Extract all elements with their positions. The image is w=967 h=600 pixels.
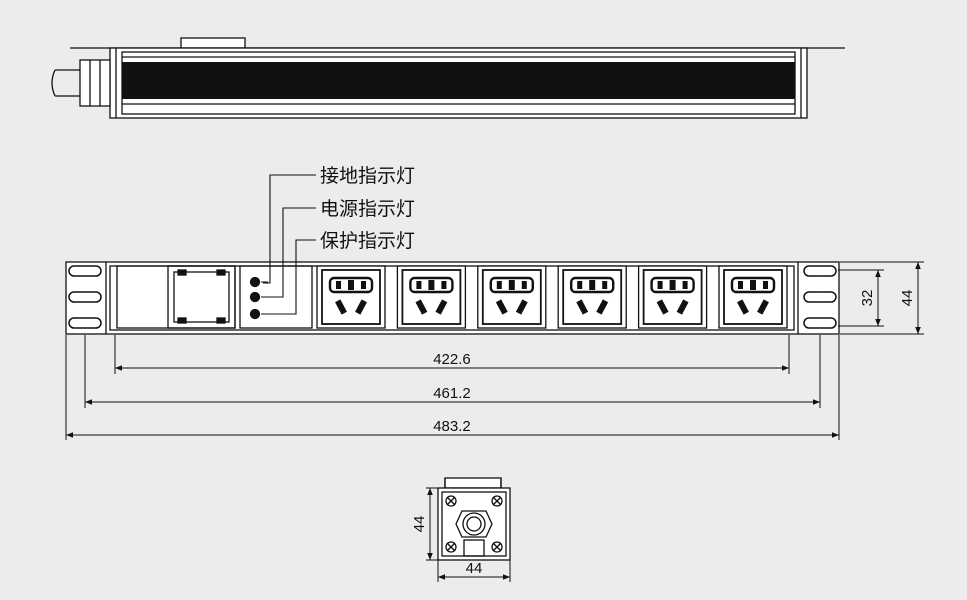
ground-indicator-label: 接地指示灯 [320,165,415,187]
slot-left [577,281,583,289]
slot-ground [669,280,676,290]
socket-3 [477,265,547,329]
socket-5 [637,265,708,329]
slot-ground [750,280,756,290]
dim-end-width: 44 [466,560,483,577]
slot-right [441,281,447,289]
slot-ground [428,280,435,290]
angled-slot-left [495,299,508,315]
socket-1 [316,265,386,329]
slot-right [763,281,768,289]
socket-group [316,265,788,329]
end-view-dimensions [426,487,511,582]
angled-slot-left [656,299,669,315]
three-pin-slot-frame [650,276,695,294]
angled-slot-left [335,299,347,315]
dim-total-width: 483.2 [433,418,471,435]
angled-slot-left [737,299,749,315]
left-mounting-ear [68,265,102,329]
protect-indicator-label: 保护指示灯 [320,230,415,252]
slot-left [738,281,743,289]
three-pin-slot-frame [409,276,454,294]
end-view [437,477,511,561]
slot-right [361,281,366,289]
indicator-leaders [263,174,316,315]
dim-inner-length: 422.6 [433,351,471,368]
power-indicator-label: 电源指示灯 [320,198,415,220]
angled-slot-left [576,299,589,315]
angled-slot-right [435,299,448,315]
slot-left [416,281,422,289]
angled-slot-right [676,299,689,315]
slot-left [496,281,502,289]
three-pin-slot-frame [730,276,776,294]
slot-right [602,281,608,289]
slot-right [682,281,688,289]
angled-slot-right [596,299,609,315]
socket-4 [557,265,627,329]
slot-ground [589,280,596,290]
angled-slot-left [415,299,428,315]
three-pin-slot-frame [570,276,615,294]
breaker-module [116,265,236,329]
slot-left [657,281,663,289]
slot-ground [508,280,515,290]
dim-mount-spacing: 461.2 [433,385,471,402]
slot-ground [348,280,354,290]
dim-total-height: 44 [899,290,916,307]
horizontal-dimensions [65,335,840,440]
vertical-dimensions [838,261,924,335]
three-pin-slot-frame [328,276,374,294]
dim-socket-height: 32 [859,290,876,307]
angled-slot-right [757,299,769,315]
slot-right [521,281,527,289]
slot-left [336,281,341,289]
three-pin-slot-frame [489,276,534,294]
top-view [51,37,845,119]
socket-2 [396,265,467,329]
dim-end-height: 44 [411,516,428,533]
right-mounting-ear [803,265,837,329]
angled-slot-right [355,299,367,315]
socket-6 [718,265,788,329]
angled-slot-right [515,299,528,315]
